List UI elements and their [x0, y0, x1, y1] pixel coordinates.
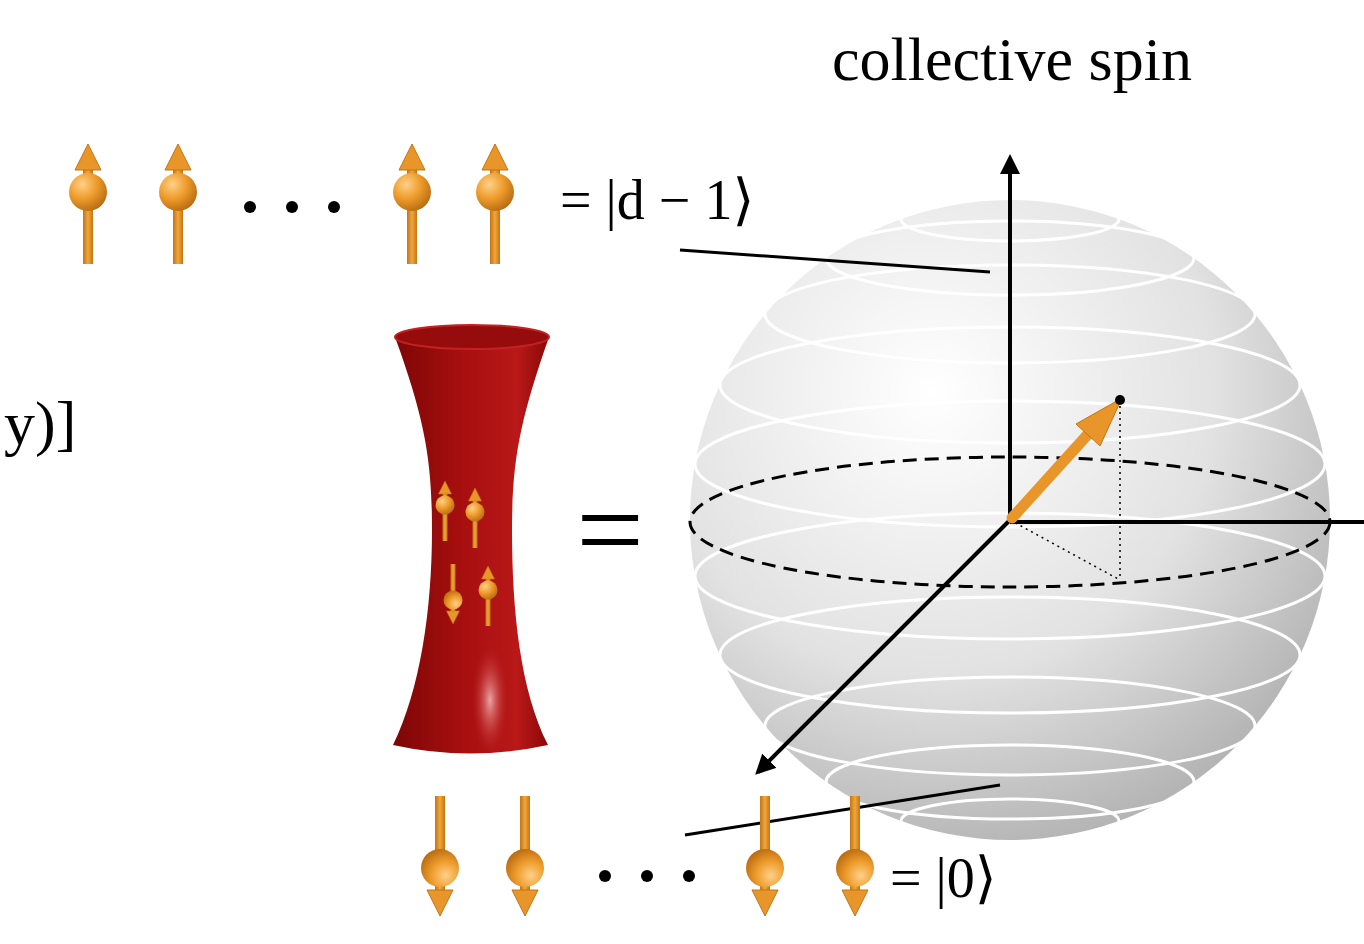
spin-down [836, 796, 874, 916]
z-axis [1008, 158, 1012, 520]
spin-down [421, 796, 459, 916]
state-label: = |0⟩ [890, 850, 997, 906]
equals-sign: = [576, 470, 644, 590]
ellipsis-dot [328, 201, 340, 213]
projection-line [1119, 400, 1121, 580]
cavity-highlight [472, 645, 508, 755]
latitude-ring [720, 597, 1300, 713]
x-axis [758, 520, 1010, 772]
latitude-ring [695, 513, 1325, 639]
ellipsis-dot [641, 870, 653, 882]
axis-title: collective spin [832, 28, 1192, 90]
projection-line [1010, 520, 1120, 580]
latitude-ring [901, 799, 1119, 843]
spin-up [393, 144, 431, 264]
leader-line [685, 785, 1000, 835]
spins-up-row [69, 144, 514, 264]
ellipsis-dot [286, 201, 298, 213]
spin-down [444, 564, 463, 624]
ellipsis-dot [599, 870, 611, 882]
latitude-ring [826, 745, 1194, 819]
y-axis [1010, 520, 1364, 524]
vector-tip-dot [1115, 395, 1125, 405]
leader-line [680, 250, 990, 272]
spin-vector [1012, 432, 1090, 518]
spin-up [466, 488, 485, 548]
spin-down [506, 796, 544, 916]
spin-up [436, 481, 455, 541]
spin-down [746, 796, 784, 916]
formula-fragment: y)] [4, 392, 76, 454]
state-label: = |d − 1⟩ [560, 172, 754, 228]
cavity-beam [393, 337, 549, 754]
spin-up [159, 144, 197, 264]
spin-up [479, 566, 498, 626]
ellipsis-dot [683, 870, 695, 882]
ellipsis-dot [244, 201, 256, 213]
spin-up [69, 144, 107, 264]
spin-up [476, 144, 514, 264]
cavity-top [395, 325, 549, 349]
optical-cavity [393, 325, 549, 755]
spins-down-row [421, 796, 874, 916]
spin-vector-head [1076, 398, 1122, 446]
